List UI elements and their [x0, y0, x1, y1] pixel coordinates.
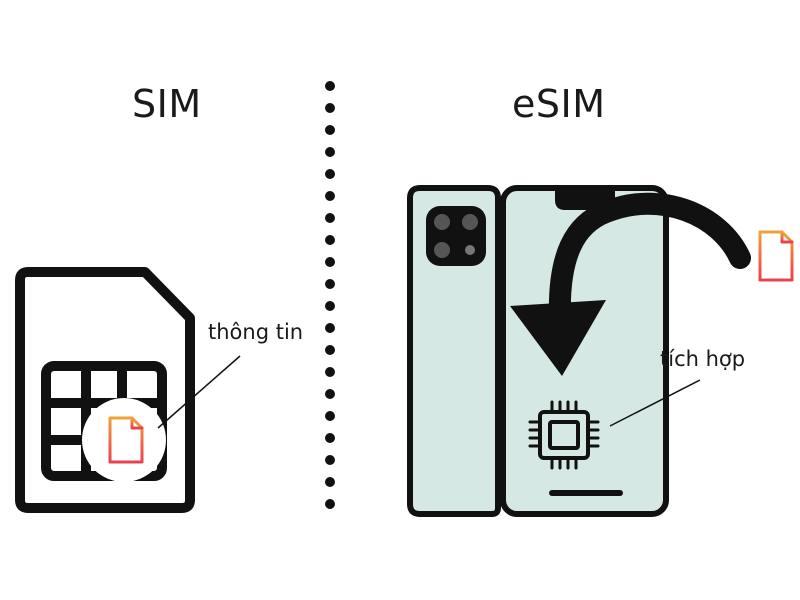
esim-title: eSIM [512, 82, 606, 126]
phone-back-icon [407, 185, 501, 517]
sim-info-label: thông tin [208, 320, 304, 344]
sim-pointer-line [157, 355, 241, 429]
document-icon [758, 230, 794, 282]
esim-integrated-label: tích hợp [660, 347, 746, 371]
esim-pointer-line [609, 379, 701, 427]
sim-title: SIM [132, 82, 202, 126]
document-icon [108, 416, 144, 464]
curved-arrow-icon [510, 192, 751, 376]
dotted-divider [325, 81, 335, 509]
phone-front-icon [500, 185, 669, 517]
sim-card-icon [15, 267, 195, 513]
chip-icon [528, 400, 600, 470]
